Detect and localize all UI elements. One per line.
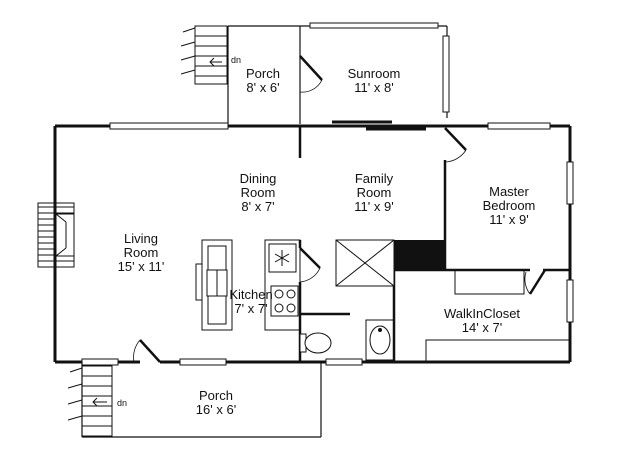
bedroom-door-swing xyxy=(444,149,467,163)
stairs-top xyxy=(180,25,228,85)
stairs-bottom-outline xyxy=(81,365,113,437)
room-name-line-1: Dining xyxy=(240,171,277,186)
porch-top-walls xyxy=(227,25,300,124)
room-porch-bottom: Porch 16' x 6' xyxy=(196,388,236,417)
front-door xyxy=(139,339,161,363)
exterior-windows xyxy=(81,122,574,366)
room-name-line-1: Living xyxy=(124,231,158,246)
bath-door-swing xyxy=(299,267,321,283)
room-size: 11' x 8' xyxy=(354,80,393,95)
chimney-block xyxy=(394,240,445,270)
room-size: 14' x 7' xyxy=(462,320,502,335)
room-family: Family Room 11' x 9' xyxy=(354,171,393,214)
room-size: 16' x 6' xyxy=(196,402,236,417)
stove xyxy=(270,285,299,317)
room-sunroom: Sunroom 11' x 8' xyxy=(348,66,401,95)
room-size: 8' x 6' xyxy=(246,80,279,95)
room-name: Porch xyxy=(199,388,233,403)
room-name: Kitchen xyxy=(229,287,272,302)
porch-door-swing xyxy=(299,79,323,93)
room-name: WalkInCloset xyxy=(444,306,520,321)
porch-door xyxy=(299,55,323,81)
bath-sink xyxy=(365,319,395,361)
shower xyxy=(335,239,395,287)
room-name-line-2: Room xyxy=(124,245,159,260)
room-name: Sunroom xyxy=(348,66,401,81)
bedroom-door xyxy=(444,127,467,151)
kitchen-island xyxy=(195,239,233,331)
room-kitchen: Kitchen 7' x 7' xyxy=(229,287,272,316)
room-name-line-2: Room xyxy=(357,185,392,200)
room-living: Living Room 15' x 11' xyxy=(118,231,165,274)
room-dining: Dining Room 8' x 7' xyxy=(240,171,277,214)
sunroom-windows xyxy=(309,22,450,113)
room-name-line-2: Bedroom xyxy=(483,198,536,213)
room-size: 8' x 7' xyxy=(241,199,274,214)
room-name-line-1: Master xyxy=(489,184,529,199)
room-name-line-2: Room xyxy=(241,185,276,200)
room-size: 11' x 9' xyxy=(489,212,528,227)
kitchen-counter xyxy=(264,239,301,331)
toilet xyxy=(299,332,332,354)
snowflake-icon xyxy=(274,250,290,266)
stairs-top-dn-label: dn xyxy=(231,55,241,65)
stairs-bottom xyxy=(67,365,113,437)
refrigerator xyxy=(268,243,297,273)
front-door-swing xyxy=(133,339,141,363)
room-walk-in-closet: WalkInCloset 14' x 7' xyxy=(444,306,520,335)
room-master-bedroom: Master Bedroom 11' x 9' xyxy=(483,184,536,227)
room-name-line-1: Family xyxy=(355,171,394,186)
room-name: Porch xyxy=(246,66,280,81)
sliding-doors xyxy=(332,120,426,131)
bath-door xyxy=(299,247,321,269)
room-size: 11' x 9' xyxy=(354,199,393,214)
closet-shelves xyxy=(425,270,570,362)
room-size: 7' x 7' xyxy=(234,301,267,316)
stairs-bottom-dn-label: dn xyxy=(117,398,127,408)
closet-door-swing xyxy=(524,271,531,295)
room-size: 15' x 11' xyxy=(118,259,165,274)
closet-door xyxy=(528,269,547,295)
fireplace xyxy=(37,202,75,268)
stairs-top-outline xyxy=(194,25,228,85)
room-porch-top: Porch 8' x 6' xyxy=(246,66,280,95)
